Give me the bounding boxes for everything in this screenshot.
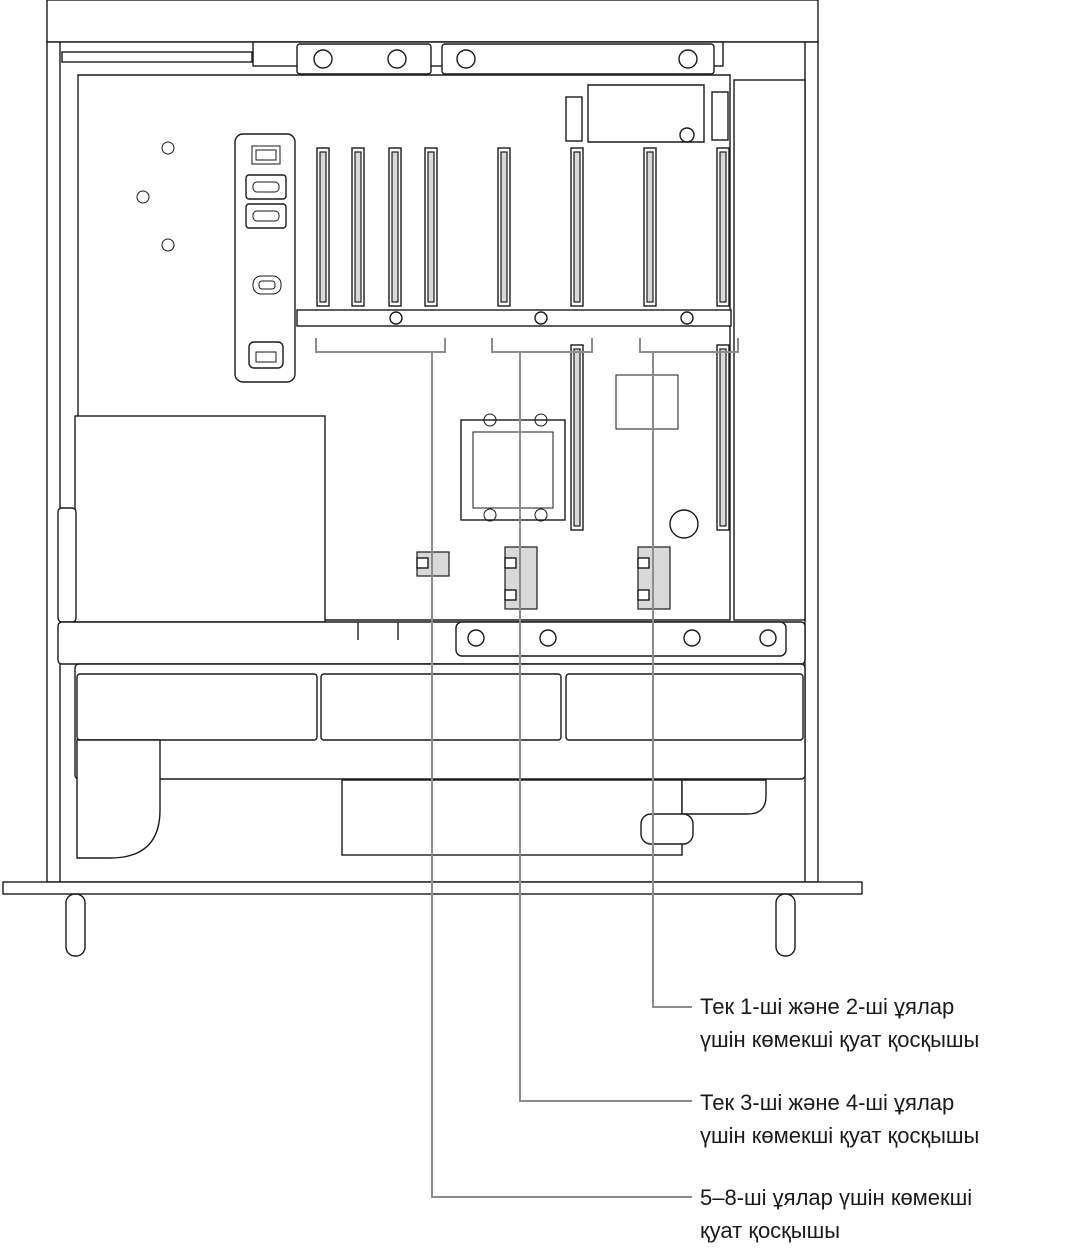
callout-line-slots-3-4 [519,352,692,1102]
callout-label-line: қуат қосқышы [700,1218,841,1243]
callout-label-line: Тек 3-ші және 4-ші ұялар [700,1090,955,1115]
power-supply [57,415,326,623]
callout-label-line: 5–8-ші ұялар үшін көмекші [700,1185,973,1210]
callout-label-line: Тек 1-ші және 2-ші ұялар [700,994,955,1019]
upper-right-chips [565,79,806,621]
bracket-slots-1-2 [639,338,739,353]
callout-label-slots-5-8: 5–8-ші ұялар үшін көмекші қуат қосқышы [700,1181,972,1247]
bracket-slots-3-4 [491,338,593,353]
bracket-slots-5-8 [315,338,446,353]
callout-line-slots-1-2 [652,352,692,1008]
lower-housing [74,663,806,859]
callout-lines [431,352,692,1198]
cpu-socket [460,374,699,539]
top-bracket [61,41,724,75]
io-panel [234,133,296,383]
pcie-slots [316,147,730,531]
callout-label-line: үшін көмекші қуат қосқышы [700,1027,980,1052]
callout-label-slots-3-4: Тек 3-ші және 4-ші ұялар үшін көмекші қу… [700,1086,979,1152]
callout-label-line: үшін көмекші қуат қосқышы [700,1123,980,1148]
callout-line-slots-5-8 [431,352,692,1198]
slot-group-brackets [315,338,739,353]
callout-label-slots-1-2: Тек 1-ші және 2-ші ұялар үшін көмекші қу… [700,990,979,1056]
slot-bar [296,309,732,327]
